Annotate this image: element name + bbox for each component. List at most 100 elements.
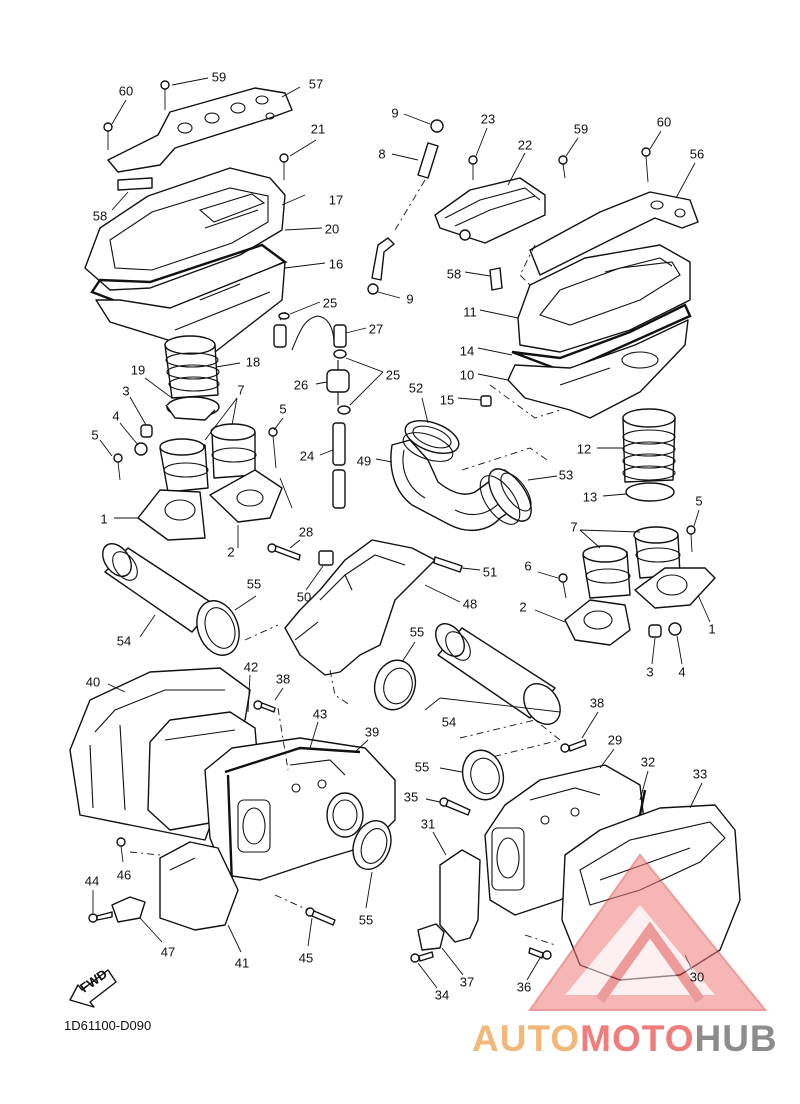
callout-c60b: 60 bbox=[657, 114, 671, 129]
screw-5-right bbox=[686, 509, 700, 553]
bolt-60-left bbox=[103, 122, 113, 150]
boot-52 bbox=[402, 397, 460, 462]
fwd-arrow-icon: FWD bbox=[69, 966, 117, 1008]
bolt-23 bbox=[468, 127, 488, 180]
manifold-1-right bbox=[634, 567, 716, 623]
cover-31 bbox=[432, 831, 481, 943]
callout-c45: 45 bbox=[299, 950, 313, 965]
joint-7-left-b bbox=[210, 423, 257, 479]
callout-c55d: 55 bbox=[359, 912, 373, 927]
bracket-37 bbox=[417, 923, 464, 976]
nut-50 bbox=[305, 550, 334, 591]
clamp-13 bbox=[602, 482, 675, 502]
bolt-28 bbox=[267, 539, 301, 561]
callout-c46: 46 bbox=[117, 867, 131, 882]
callout-c5a: 5 bbox=[279, 401, 286, 416]
callout-c34: 34 bbox=[435, 987, 449, 1002]
callout-c9b: 9 bbox=[406, 291, 413, 306]
callout-c21: 21 bbox=[311, 121, 325, 136]
callout-c38b: 38 bbox=[590, 695, 604, 710]
pipe-54-right bbox=[424, 623, 561, 725]
callout-c4b: 4 bbox=[678, 664, 685, 679]
callout-c36: 36 bbox=[517, 979, 531, 994]
clip-25-lower bbox=[337, 357, 384, 415]
callout-c17: 17 bbox=[329, 192, 343, 207]
screw-5-left bbox=[113, 453, 123, 481]
bolt-44 bbox=[88, 890, 113, 923]
callout-c19: 19 bbox=[131, 362, 145, 377]
bolt-59-left bbox=[160, 80, 170, 110]
callout-c29: 29 bbox=[608, 732, 622, 747]
callout-c43: 43 bbox=[313, 706, 327, 721]
callout-c54b: 54 bbox=[442, 714, 456, 729]
gasket-43 bbox=[224, 721, 361, 886]
callout-c3a: 3 bbox=[122, 383, 129, 398]
callout-c14: 14 bbox=[460, 343, 474, 358]
cap-3-right bbox=[648, 624, 662, 665]
watermark-auto: AUTO bbox=[472, 1018, 581, 1059]
callout-c48: 48 bbox=[463, 596, 477, 611]
callout-c13: 13 bbox=[583, 489, 597, 504]
callout-c25b: 25 bbox=[386, 367, 400, 382]
boot-55-lower-left bbox=[352, 820, 392, 909]
case-10 bbox=[477, 319, 689, 419]
callout-c2b: 2 bbox=[519, 599, 526, 614]
hose-27 bbox=[333, 324, 367, 359]
bolt-46 bbox=[116, 837, 126, 863]
watermark-hub: HUB bbox=[694, 1018, 778, 1059]
bolt-35 bbox=[425, 797, 471, 816]
callout-c11: 11 bbox=[463, 304, 477, 319]
callout-c55c: 55 bbox=[415, 759, 429, 774]
bracket-56 bbox=[529, 162, 699, 276]
bolt-38-right bbox=[560, 711, 599, 753]
callout-c22: 22 bbox=[518, 137, 532, 152]
callout-c56: 56 bbox=[690, 146, 704, 161]
cover-41 bbox=[159, 841, 242, 953]
cover-11 bbox=[479, 244, 691, 353]
callout-c9a: 9 bbox=[391, 105, 398, 120]
cap-3-left bbox=[140, 424, 153, 438]
callout-c5b: 5 bbox=[91, 427, 98, 442]
callout-c6: 6 bbox=[524, 558, 531, 573]
callout-c42: 42 bbox=[244, 659, 258, 674]
callout-c20: 20 bbox=[325, 221, 339, 236]
bolt-59-right bbox=[558, 137, 579, 179]
boot-55-left bbox=[196, 595, 257, 656]
callout-c58b: 58 bbox=[447, 266, 461, 281]
callout-c41: 41 bbox=[235, 955, 249, 970]
callout-c25a: 25 bbox=[323, 295, 337, 310]
automotohub-logo-mark bbox=[528, 853, 768, 1011]
callout-c59b: 59 bbox=[574, 121, 588, 136]
callout-c1b: 1 bbox=[708, 621, 715, 636]
callout-c24: 24 bbox=[300, 448, 314, 463]
callout-c55a: 55 bbox=[247, 576, 261, 591]
boot-55-center bbox=[373, 641, 417, 711]
bracket-57 bbox=[107, 87, 293, 173]
callout-c2a: 2 bbox=[227, 544, 234, 559]
callout-c49: 49 bbox=[357, 453, 371, 468]
screw-6 bbox=[537, 571, 568, 599]
callout-c23: 23 bbox=[481, 111, 495, 126]
callout-c38a: 38 bbox=[276, 671, 290, 686]
bolt-45 bbox=[305, 907, 336, 947]
callout-c50: 50 bbox=[297, 589, 311, 604]
cap-9-top bbox=[403, 113, 444, 133]
pad-58-left bbox=[117, 177, 153, 191]
callout-c4a: 4 bbox=[112, 408, 119, 423]
duct-48 bbox=[284, 539, 461, 676]
hose-lower-9 bbox=[367, 237, 401, 299]
callout-c37: 37 bbox=[460, 974, 474, 989]
valve-26 bbox=[315, 360, 350, 405]
callout-c30: 30 bbox=[690, 969, 704, 984]
manifold-2-left bbox=[209, 469, 283, 523]
callout-c7a: 7 bbox=[237, 382, 244, 397]
clip-4-left bbox=[134, 442, 148, 456]
callout-c16: 16 bbox=[329, 256, 343, 271]
bolt-60-right bbox=[641, 130, 662, 183]
pad-58-right bbox=[464, 267, 503, 291]
callout-c52: 52 bbox=[409, 380, 423, 395]
callout-c39: 39 bbox=[365, 724, 379, 739]
filter-cover-17 bbox=[84, 167, 286, 291]
